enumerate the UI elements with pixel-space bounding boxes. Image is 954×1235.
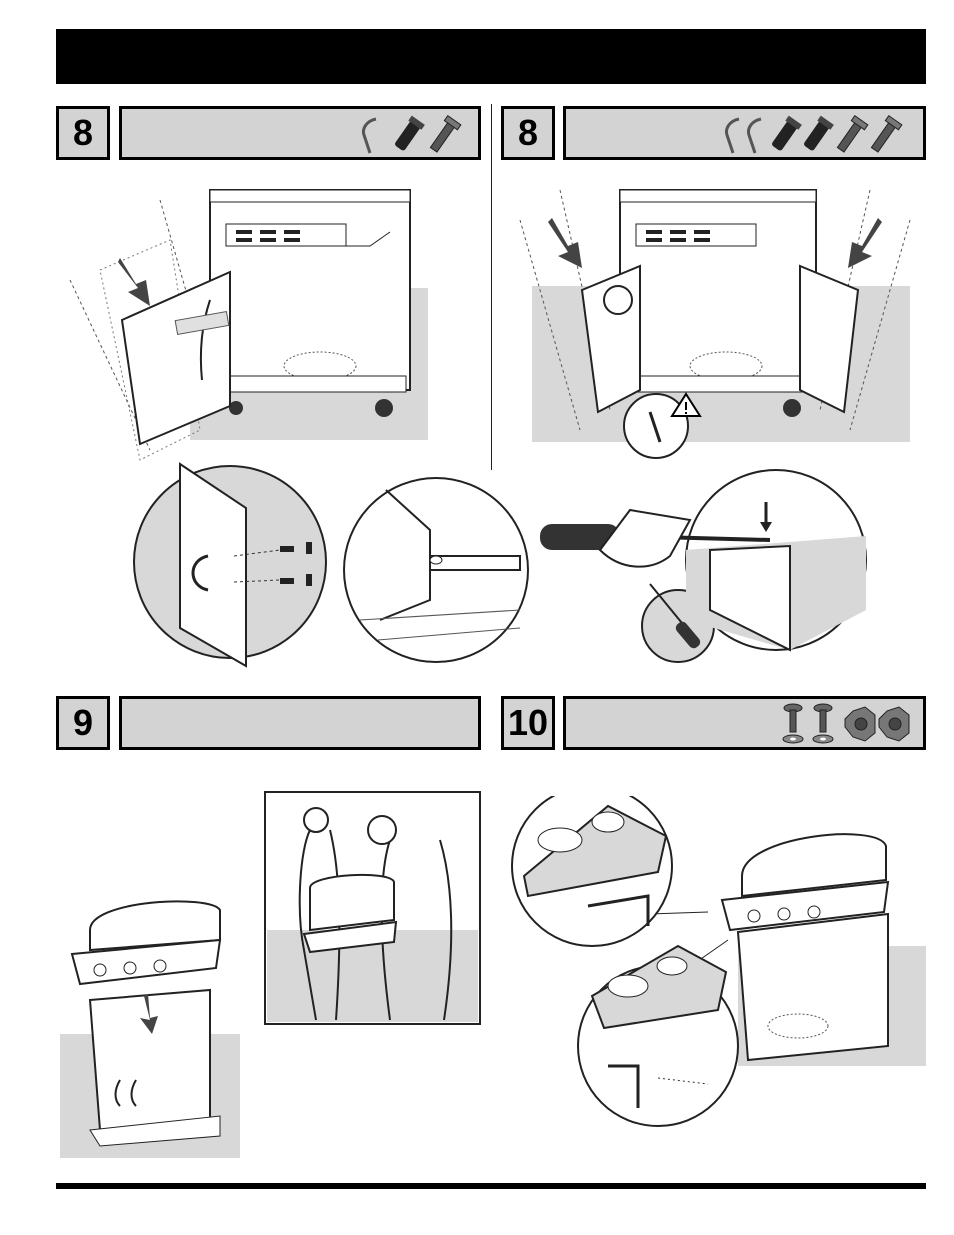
parts-row-10 [779, 703, 919, 745]
column-divider [491, 104, 492, 470]
screw-icon [834, 116, 868, 155]
handle-icon [364, 119, 377, 153]
step-header-8-right [563, 106, 926, 160]
arrow-icon [848, 218, 882, 268]
step-header-10 [563, 696, 926, 750]
step-number-9: 9 [56, 696, 110, 750]
arrow-icon [548, 218, 582, 268]
illustration-attach-grill [508, 796, 928, 1128]
nut-icon [879, 707, 909, 741]
handle-icon [727, 119, 740, 153]
step-header-8-left [119, 106, 481, 160]
bolt-washer-icon [813, 704, 833, 743]
screw-icon [769, 116, 802, 153]
detail-circles [130, 460, 870, 670]
handle-icon [749, 119, 762, 153]
screw-icon [392, 116, 425, 153]
screw-icon [801, 116, 834, 153]
arrow-icon [118, 258, 150, 306]
screw-icon [427, 116, 461, 155]
nut-icon [845, 707, 875, 741]
footer-rule [56, 1183, 926, 1189]
illustration-left-door [60, 180, 440, 470]
bolt-washer-icon [783, 704, 803, 743]
step-header-9 [119, 696, 481, 750]
illustration-place-grill [60, 790, 484, 1160]
parts-row-8-left [354, 113, 474, 155]
step-number-8-left: 8 [56, 106, 110, 160]
step-number-10: 10 [501, 696, 555, 750]
screw-icon [868, 116, 902, 155]
illustration-both-doors [510, 180, 920, 480]
parts-row-8-right [719, 113, 919, 155]
header-bar [56, 29, 926, 84]
step-number-8-right: 8 [501, 106, 555, 160]
